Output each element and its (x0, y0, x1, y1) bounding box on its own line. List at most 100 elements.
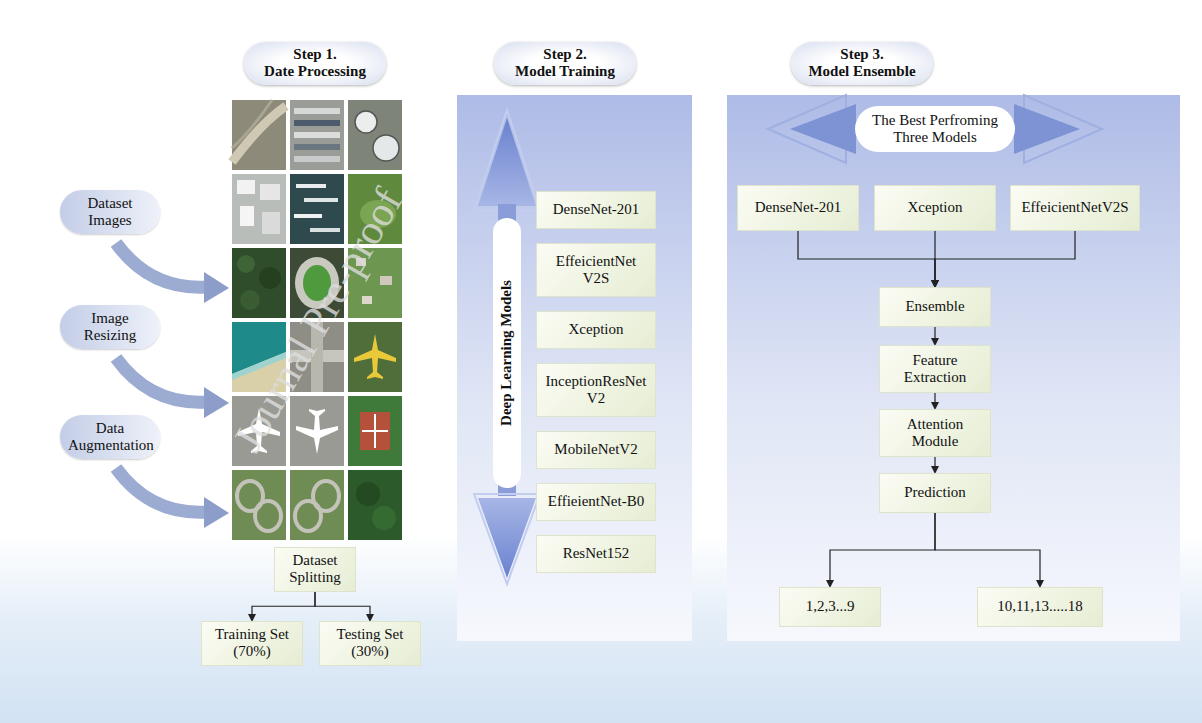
process-box: Training Set (70%) (202, 622, 302, 665)
node-text: InceptionResNet V2 (545, 373, 647, 408)
flow-arrow (116, 468, 206, 512)
sample-image-grid (362, 296, 372, 304)
sample-image-grid (290, 470, 344, 540)
process-box: Attention Module (880, 410, 990, 456)
connector (931, 456, 939, 474)
connector (315, 591, 374, 623)
process-box: Xception (537, 312, 655, 348)
sample-image-grid (294, 132, 340, 138)
sample-image-grid (295, 501, 321, 531)
double-arrow (474, 110, 540, 210)
connector (931, 230, 1075, 288)
sample-image-grid (232, 470, 286, 540)
process-box: EffieientNet-B0 (537, 484, 655, 520)
stage-bubble: Data Augmentation (60, 415, 160, 459)
process-box: ResNet152 (537, 536, 655, 572)
process-box: Ensemble (880, 288, 990, 326)
node-text: Data Augmentation (68, 420, 152, 455)
node-text: Dataset Images (68, 195, 152, 230)
sample-image-grid (232, 100, 272, 148)
sample-image-grid (294, 156, 340, 162)
stage-bubble: Image Resizing (60, 305, 160, 349)
node-text: Date Processing (252, 63, 378, 80)
process-box: Testing Set (30%) (320, 622, 420, 665)
node-text: Feature Extraction (888, 352, 982, 387)
sample-image-grid (232, 106, 286, 162)
sample-image-grid (255, 501, 281, 531)
sample-image-grid (232, 174, 286, 244)
flow-arrow-head (204, 272, 229, 303)
step-header: Step 3.Model Ensemble (791, 42, 933, 85)
process-box: DenseNet-201 (738, 186, 858, 230)
node-text: MobileNetV2 (545, 441, 647, 458)
flow-arrow-head (204, 497, 229, 528)
sample-image-grid (348, 100, 402, 170)
process-box: InceptionResNet V2 (537, 364, 655, 416)
flow-arrow-head (204, 387, 229, 418)
arrow-head (931, 280, 939, 288)
connector-line (830, 512, 935, 582)
node-text: 1,2,3...9 (788, 598, 872, 615)
sample-image-grid (232, 174, 286, 244)
process-box: Prediction (880, 474, 990, 512)
sample-image-grid (294, 120, 340, 126)
node-text: Dataset Splitting (283, 552, 347, 587)
sample-image-grid (290, 100, 344, 170)
step-number: Step 3. (799, 46, 925, 63)
arrow-head (931, 280, 939, 288)
node-text: EffieientNet-B0 (545, 493, 647, 510)
sample-image-grid (355, 111, 377, 133)
sample-image-grid (290, 470, 344, 540)
node-text: Attention Module (888, 416, 982, 451)
connector (931, 326, 939, 346)
node-text: Deep Learning Models (498, 280, 515, 426)
flow-arrow (116, 243, 206, 512)
sample-image-grid (348, 396, 402, 466)
sample-image-grid (232, 470, 286, 540)
sample-image-grid (310, 228, 340, 232)
node-text: DenseNet-201 (545, 201, 647, 218)
sample-image-grid (232, 100, 286, 170)
connector (248, 591, 315, 623)
connector (798, 230, 939, 288)
sample-image-grid (240, 290, 260, 310)
selection-pill: The Best Perfroming Three Models (855, 106, 1015, 152)
node-text: Prediction (888, 484, 982, 501)
connector-line (798, 230, 935, 282)
double-arrow (474, 95, 1102, 584)
sample-image-grid (356, 482, 380, 506)
watermark: Journal Pre-proof (222, 180, 411, 460)
sample-image-grid (348, 396, 402, 466)
sample-image-grid (348, 100, 402, 170)
model-panel (727, 95, 1180, 641)
node-text: Model Ensemble (799, 63, 925, 80)
process-box: DenseNet-201 (537, 192, 655, 228)
process-box: Xception (875, 186, 995, 230)
connector (826, 512, 935, 588)
sample-image-grid (262, 212, 280, 234)
sample-image-grid (290, 396, 344, 466)
flow-arrow-head (204, 272, 229, 528)
sample-image-grid (380, 276, 392, 285)
process-box: Dataset Splitting (275, 548, 355, 591)
sample-image-grid (296, 409, 338, 454)
sample-image-grid (348, 470, 402, 540)
sample-image-grid (304, 198, 338, 202)
sample-image-grid (290, 100, 344, 170)
model-panel (457, 95, 692, 641)
sample-image-grid (373, 135, 399, 161)
node-text: Ensemble (888, 298, 982, 315)
node-text: ResNet152 (545, 545, 647, 562)
step-number: Step 2. (502, 46, 628, 63)
connector-line (252, 591, 315, 617)
sample-image-grid (294, 108, 340, 114)
sample-image-grid (372, 506, 396, 530)
arrow-head (931, 466, 939, 474)
process-box: 1,2,3...9 (780, 588, 880, 626)
sample-image-grid (360, 412, 390, 450)
connector-line (935, 230, 1075, 282)
node-text: Image Resizing (68, 310, 152, 345)
arrow-head (248, 614, 256, 622)
process-box: EffeicientNet V2S (537, 244, 655, 296)
sample-image-grid (237, 180, 255, 194)
